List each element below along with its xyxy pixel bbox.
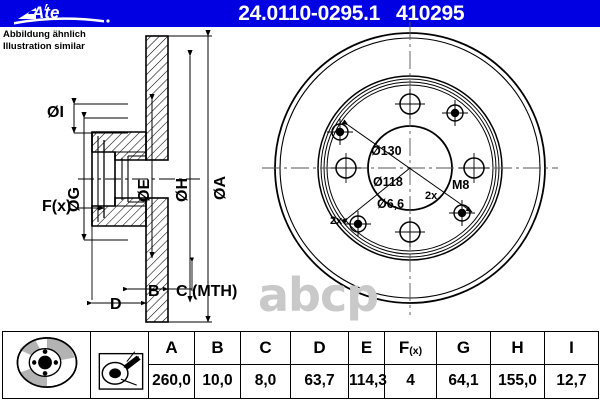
reference-number: 410295 [396,2,465,25]
table-header-i: I [544,331,599,365]
table-value-i: 12,7 [544,363,599,400]
dim-label-bolt-circle: Ø130 [371,144,402,158]
caption-line-de: Abbildung ähnlich [3,29,86,40]
table-header-c: C [240,331,291,365]
abcp-watermark: abcp [258,268,379,322]
thickness-gauge-cell [90,331,149,399]
table-header-e: E [348,331,385,365]
part-number: 24.0110-0295.1 [238,2,380,25]
dim-label-hub-bore: Ø118 [373,175,403,189]
table-header-a: A [148,331,195,365]
specification-table: A B C D E F(x) G H I 260,0 10,0 8,0 63,7… [2,331,599,400]
thickness-gauge-icon [98,351,144,390]
dim-label-dia-i: ØI [47,104,64,121]
table-value-a: 260,0 [148,363,195,400]
table-value-row: 260,0 10,0 8,0 63,7 114,3 4 64,1 155,0 1… [3,363,599,400]
dim-label-dia-e: ØE [136,178,153,202]
dim-label-qty-small: 2x [330,215,343,227]
svg-text:Ate: Ate [31,3,59,22]
dim-label-thread: M8 [452,178,470,192]
caption-line-en: Illustration similar [3,40,85,52]
ate-logo: Ate [14,3,110,25]
table-value-g: 64,1 [436,363,491,400]
dim-label-dia-h: ØH [174,178,191,202]
header-banner: Ate 24.0110-0295.1 410295 [0,0,600,27]
table-value-d: 63,7 [290,363,349,400]
table-header-row: A B C D E F(x) G H I [2,331,599,399]
dim-label-d: D [110,296,122,313]
table-header-b: B [194,331,241,365]
table-header-fx: F(x) [384,331,437,365]
dim-label-c: C (MTH) [176,283,238,300]
brake-disc-illustration-cell [2,331,91,399]
dim-label-dia-a: ØA [212,176,229,200]
table-value-h: 155,0 [490,363,545,400]
table-header-h: H [490,331,545,365]
table-value-b: 10,0 [194,363,241,400]
brake-disc-icon [16,337,78,388]
table-value-c: 8,0 [240,363,291,400]
table-header-g: G [436,331,491,365]
table-value-fx: 4 [384,363,437,400]
illustration-caption: Abbildung ähnlich Illustration similar [3,29,86,52]
dim-label-small-hole: Ø6,6 [377,197,405,211]
dim-label-qty-thread: 2x [425,190,438,202]
dim-label-fx: F(x) [42,198,72,215]
dim-label-b: B [148,283,160,300]
table-header-d: D [290,331,349,365]
table-value-e: 114,3 [348,363,387,400]
